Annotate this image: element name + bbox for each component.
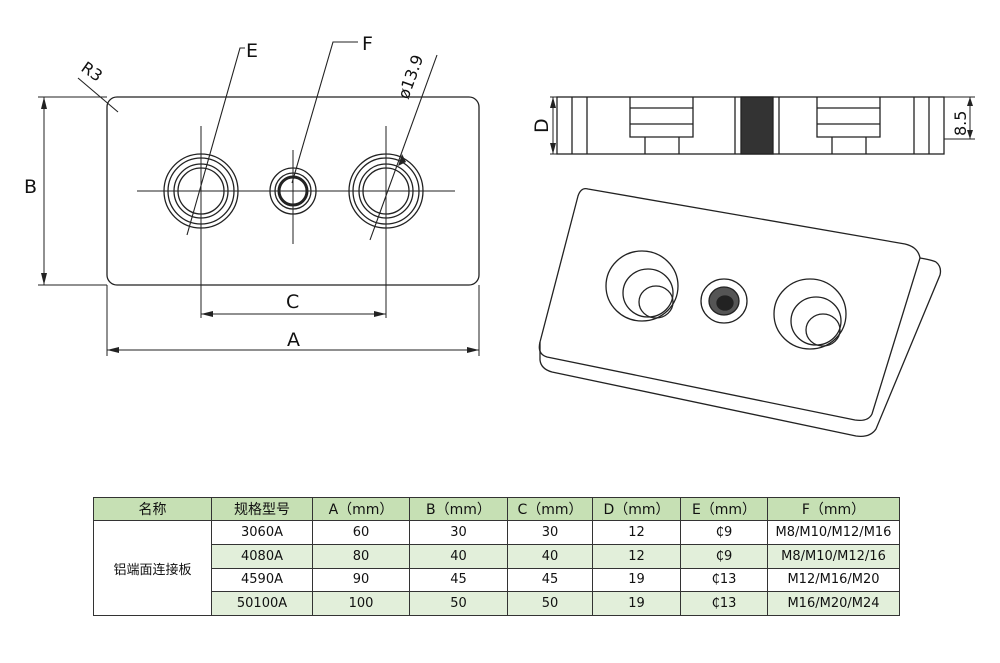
- table-cell: ₵13: [680, 591, 768, 616]
- dimension-b: [38, 96, 107, 286]
- table-cell: 90: [312, 567, 410, 593]
- table-cell: M16/M20/M24: [767, 591, 900, 616]
- label-e: E: [246, 40, 258, 62]
- table-cell: 40: [409, 543, 508, 569]
- header-cell: 规格型号: [211, 497, 313, 521]
- header-cell: C（mm）: [507, 497, 593, 521]
- table-cell: M8/M10/M12/M16: [767, 520, 900, 545]
- table-cell: M8/M10/M12/16: [767, 543, 900, 569]
- label-f: F: [362, 33, 373, 55]
- header-cell: B（mm）: [409, 497, 508, 521]
- table-cell: 19: [592, 591, 681, 616]
- table-cell: ₵9: [680, 520, 768, 545]
- product-name-cell: 铝端面连接板: [93, 520, 212, 616]
- table-row: 50100A 100 50 50 19 ₵13 M16/M20/M24: [94, 591, 900, 616]
- table-cell: 50100A: [211, 591, 313, 616]
- leader-arrow-dia: [398, 154, 406, 166]
- label-c: C: [286, 291, 299, 313]
- table-cell: 4590A: [211, 567, 313, 593]
- table-row: 4080A 80 40 40 12 ₵9 M8/M10/M12/16: [94, 543, 900, 569]
- table-cell: 4080A: [211, 543, 313, 569]
- plate-isometric-view: [538, 188, 942, 437]
- dimension-thickness: [944, 96, 975, 140]
- leader-lines: [77, 41, 438, 241]
- table-header-row: 名称 规格型号 A（mm） B（mm） C（mm） D（mm） E（mm） F（…: [93, 497, 900, 521]
- header-cell: E（mm）: [680, 497, 768, 521]
- specification-table: 名称 规格型号 A（mm） B（mm） C（mm） D（mm） E（mm） F（…: [93, 497, 900, 616]
- label-a: A: [287, 329, 300, 351]
- table-cell: 40: [507, 543, 593, 569]
- header-cell: A（mm）: [312, 497, 410, 521]
- table-cell: 80: [312, 543, 410, 569]
- table-row: 铝端面连接板 3060A 60 30 30 12 ₵9 M8/M10/M12/M…: [93, 520, 900, 616]
- header-cell: 名称: [93, 497, 212, 521]
- label-diameter: ø13.9: [394, 52, 427, 101]
- table-cell: 50: [507, 591, 593, 616]
- label-b: B: [24, 176, 37, 198]
- table-cell: 100: [312, 591, 410, 616]
- plate-front-outline: [106, 96, 480, 286]
- label-thickness: 8.5: [951, 111, 970, 136]
- label-d: D: [531, 118, 553, 133]
- table-cell: 45: [409, 567, 508, 593]
- table-cell: 19: [592, 567, 681, 593]
- plate-side-view: [556, 96, 945, 155]
- header-cell: F（mm）: [767, 497, 900, 521]
- table-cell: 30: [507, 520, 593, 545]
- table-cell: 60: [312, 520, 410, 545]
- center-lines: [137, 126, 455, 318]
- dimension-a: [106, 285, 480, 356]
- table-row: 4590A 90 45 45 19 ₵13 M12/M16/M20: [94, 567, 900, 593]
- header-cell: D（mm）: [592, 497, 681, 521]
- table-cell: ₵13: [680, 567, 768, 593]
- table-cell: M12/M16/M20: [767, 567, 900, 593]
- dimension-d: [550, 96, 557, 155]
- dimension-c: [201, 311, 386, 317]
- table-cell: 12: [592, 543, 681, 569]
- table-cell: 30: [409, 520, 508, 545]
- table-cell: 3060A: [211, 520, 313, 545]
- table-cell: 50: [409, 591, 508, 616]
- table-cell: 45: [507, 567, 593, 593]
- table-cell: 12: [592, 520, 681, 545]
- table-cell: ₵9: [680, 543, 768, 569]
